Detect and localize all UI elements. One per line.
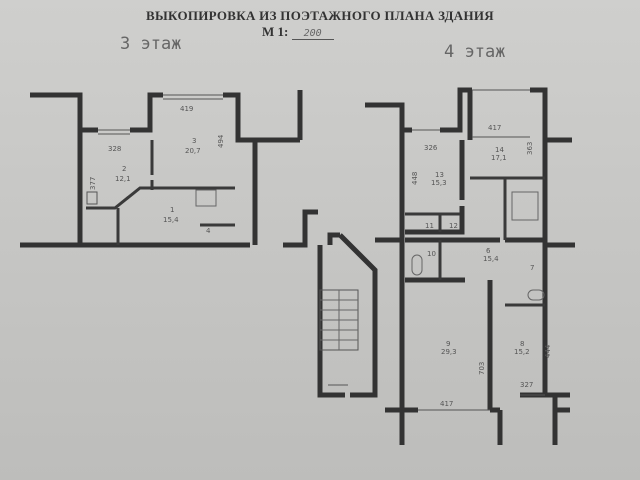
- floor-3-dim-kitchen-side: 377: [89, 177, 97, 190]
- scale-value: 200: [291, 28, 334, 40]
- floor-4-dim-327: 327: [520, 381, 533, 389]
- room-11-number: 11: [425, 222, 434, 230]
- floor-4-dim-363: 363: [526, 142, 534, 155]
- room-9-area: 29,3: [441, 348, 457, 356]
- room-2-number: 2: [122, 165, 126, 173]
- room-12-number: 12: [449, 222, 458, 230]
- floor-4-dim-417-bottom: 417: [440, 400, 453, 408]
- stairwell-plan: [283, 209, 378, 398]
- room-14-number: 14: [495, 146, 504, 154]
- room-13-area: 15,3: [431, 179, 447, 187]
- room-3-area: 20,7: [185, 147, 201, 155]
- room-6-area: 15,4: [483, 255, 499, 263]
- room-9-number: 9: [446, 340, 450, 348]
- room-13-number: 13: [435, 171, 444, 179]
- floor-3-label: 3 этаж: [120, 34, 182, 54]
- floor-4-dim-417-top: 417: [488, 124, 501, 132]
- room-8-area: 15,2: [514, 348, 530, 356]
- floor-3-plan: 419 494 328 377 3 20,7 2 12,1 1 15,4 4: [20, 90, 303, 248]
- floor-4-dim-326: 326: [424, 144, 438, 152]
- room-8-number: 8: [520, 340, 524, 348]
- room-1-number: 1: [170, 206, 174, 214]
- scale: М 1: 200: [262, 24, 334, 40]
- floor-4-dim-448: 448: [411, 172, 419, 185]
- room-2-area: 12,1: [115, 175, 131, 183]
- floor-4-dim-444: 444: [544, 344, 552, 358]
- room-7-number: 7: [530, 264, 534, 272]
- scale-label: М 1:: [262, 24, 289, 39]
- floor-3-dim-kitchen: 328: [108, 145, 121, 153]
- document-title: ВЫКОПИРОВКА ИЗ ПОЭТАЖНОГО ПЛАНА ЗДАНИЯ: [146, 8, 494, 23]
- room-4-number: 4: [206, 227, 211, 235]
- floor-4-dim-703: 703: [478, 362, 486, 375]
- floor-4-plan: 326 448 417 363 703 444 327 417 13 15,3 …: [365, 87, 575, 445]
- floor-4-label: 4 этаж: [444, 42, 506, 62]
- room-1-area: 15,4: [163, 216, 179, 224]
- floor-3-dim-top: 419: [180, 105, 193, 113]
- room-10-number: 10: [427, 250, 436, 258]
- room-6-number: 6: [486, 247, 491, 255]
- room-3-number: 3: [192, 137, 196, 145]
- room-14-area: 17,1: [491, 154, 507, 162]
- floor-3-dim-side: 494: [217, 134, 225, 148]
